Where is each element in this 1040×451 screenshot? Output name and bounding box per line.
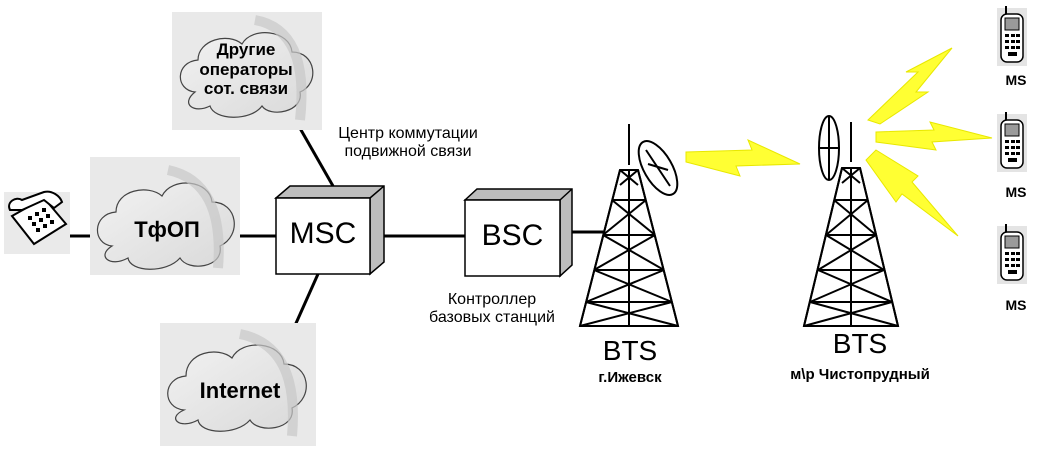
cloud-internet (160, 323, 316, 446)
bts-chistoprudny-location: м\р Чистопрудный (790, 366, 930, 383)
cloud-other-operators (172, 12, 322, 130)
radio-link-ms-bottom (865, 149, 959, 237)
tower-chistoprudny-icon (802, 122, 900, 327)
ms-label: MS (1005, 184, 1027, 200)
bsc-box (463, 188, 573, 278)
dish-antenna-chistoprudny-icon (818, 115, 840, 181)
bts-chistoprudny-label: BTS (832, 328, 888, 359)
mobile-phone-icon (997, 224, 1027, 284)
radio-link-ms-top (867, 47, 953, 125)
msc-caption: Центр коммутации подвижной связи (338, 125, 478, 161)
internet-label: Internet (199, 378, 281, 403)
dish-antenna-izhevsk-icon (637, 140, 679, 196)
tower-izhevsk-icon (578, 124, 680, 327)
bsc-caption: Контроллер базовых станций (429, 291, 555, 327)
bts-izhevsk-location: г.Ижевск (598, 369, 662, 386)
bts-izhevsk-label: BTS (602, 335, 658, 366)
bsc-label: BSC (481, 219, 544, 252)
msc-box (273, 185, 385, 276)
radio-link-ms-mid (875, 121, 993, 151)
msc-label: MSC (289, 217, 357, 250)
ms-label: MS (1005, 72, 1027, 88)
mobile-phone-icon (997, 112, 1027, 172)
telephone-icon (4, 190, 70, 254)
ms-label: MS (1005, 297, 1027, 313)
link-internet-msc (291, 273, 320, 331)
other-operators-label: Другие операторы сот. связи (199, 40, 293, 99)
pstn-label: ТфОП (134, 217, 200, 242)
radio-link-bolt (685, 139, 801, 177)
mobile-phone-icon (997, 6, 1027, 66)
cloud-pstn (90, 157, 240, 275)
